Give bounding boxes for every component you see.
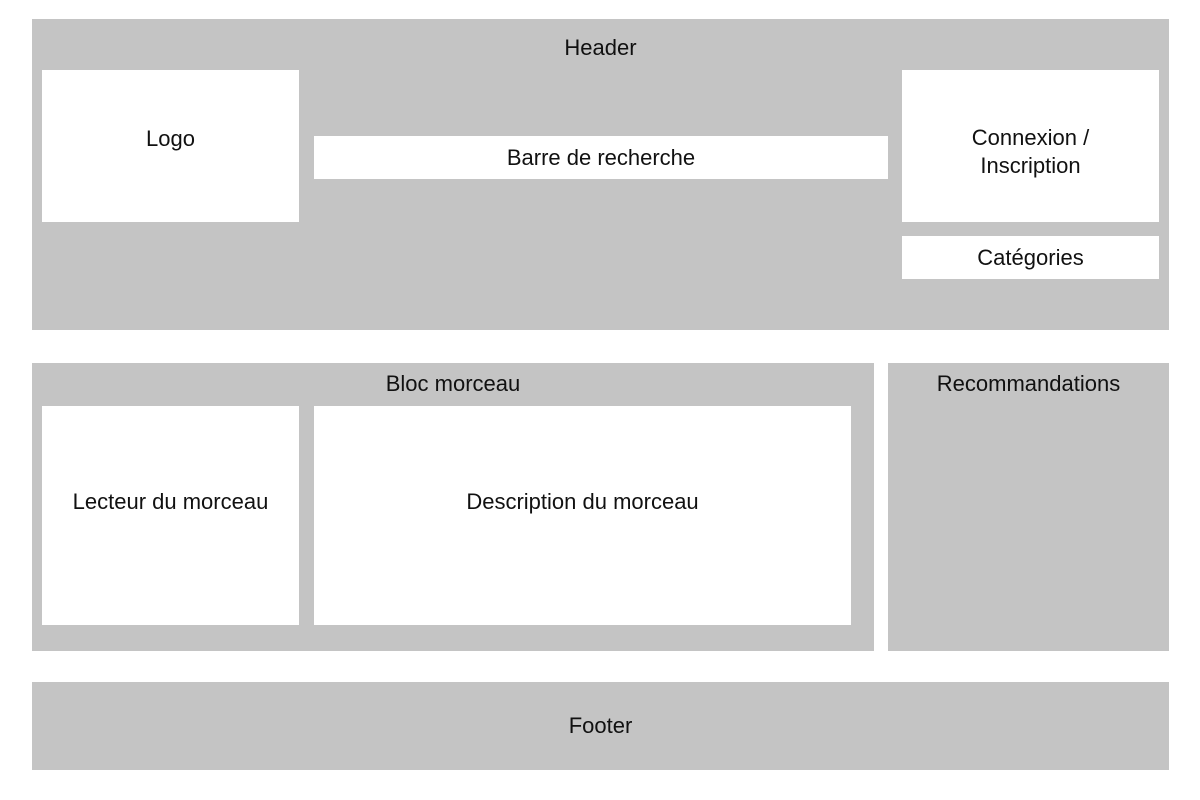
recommendations-title: Recommandations (936, 371, 1121, 396)
header-title: Header (564, 35, 637, 60)
login-signup-box[interactable]: Connexion / Inscription (902, 70, 1159, 222)
login-signup-label: Connexion / Inscription (971, 125, 1090, 178)
categories-box[interactable]: Catégories (902, 236, 1159, 279)
categories-label: Catégories (977, 244, 1084, 270)
search-bar[interactable]: Barre de recherche (314, 136, 888, 179)
footer-block: Footer (32, 682, 1169, 770)
footer-title: Footer (568, 713, 633, 738)
track-player-box[interactable]: Lecteur du morceau (42, 406, 299, 625)
logo-label: Logo (146, 126, 195, 151)
logo-box[interactable]: Logo (42, 70, 299, 222)
search-bar-label: Barre de recherche (506, 144, 696, 170)
track-block-title: Bloc morceau (385, 371, 521, 396)
track-description-label: Description du morceau (466, 489, 699, 514)
track-player-label: Lecteur du morceau (72, 489, 269, 514)
recommendations-block: Recommandations (888, 363, 1169, 651)
track-description-box: Description du morceau (314, 406, 851, 625)
